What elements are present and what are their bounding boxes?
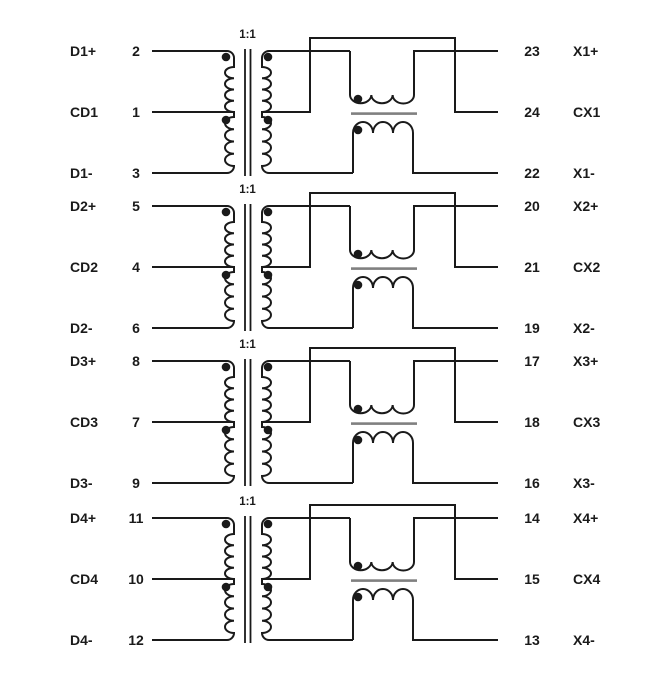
left-pin-number: 11 (129, 510, 144, 526)
left-pin-number: 7 (132, 414, 140, 430)
transformer-section-3: 1:1 D3+ 8 CD3 7 D3- 9 17 X3+ 18 CX3 16 X… (70, 339, 600, 491)
right-pin-number: 18 (524, 414, 540, 430)
left-signal-label: D1+ (70, 43, 96, 59)
right-pin-number: 14 (524, 510, 540, 526)
right-pin-number: 17 (524, 353, 540, 369)
right-signal-label: CX4 (573, 571, 600, 587)
right-signal-label: X3+ (573, 353, 598, 369)
left-signal-label: D3- (70, 475, 93, 491)
left-signal-label: D3+ (70, 353, 96, 369)
turns-ratio-label: 1:1 (239, 184, 256, 196)
left-pin-number: 10 (128, 571, 144, 587)
left-signal-label: CD1 (70, 104, 98, 120)
left-signal-label: D4- (70, 632, 93, 648)
right-pin-number: 16 (524, 475, 540, 491)
right-pin-number: 19 (524, 320, 540, 336)
transformer-section-4: 1:1 D4+ 11 CD4 10 D4- 12 14 X4+ 15 CX4 1… (70, 496, 600, 648)
right-pin-number: 23 (524, 43, 540, 59)
section-art (151, 192, 499, 332)
left-pin-number: 12 (128, 632, 144, 648)
transformer-section-2: 1:1 D2+ 5 CD2 4 D2- 6 20 X2+ 21 CX2 19 X… (70, 184, 600, 336)
turns-ratio-label: 1:1 (239, 339, 256, 351)
right-pin-number: 20 (524, 198, 540, 214)
left-pin-number: 3 (132, 165, 140, 181)
left-signal-label: CD4 (70, 571, 98, 587)
section-art (151, 347, 499, 487)
left-signal-label: D2- (70, 320, 93, 336)
right-signal-label: X1- (573, 165, 595, 181)
left-pin-number: 4 (132, 259, 140, 275)
section-art (151, 37, 499, 177)
right-signal-label: CX2 (573, 259, 600, 275)
left-signal-label: D2+ (70, 198, 96, 214)
right-signal-label: CX3 (573, 414, 600, 430)
left-signal-label: CD2 (70, 259, 98, 275)
right-signal-label: X2+ (573, 198, 598, 214)
right-pin-number: 13 (524, 632, 540, 648)
right-signal-label: X1+ (573, 43, 598, 59)
right-pin-number: 21 (524, 259, 540, 275)
transformer-section-1: 1:1 D1+ 2 CD1 1 D1- 3 23 X1+ 24 CX1 22 X… (70, 29, 600, 181)
left-pin-number: 5 (132, 198, 140, 214)
left-signal-label: D1- (70, 165, 93, 181)
right-signal-label: X2- (573, 320, 595, 336)
right-signal-label: X4+ (573, 510, 598, 526)
right-pin-number: 24 (524, 104, 540, 120)
right-signal-label: X4- (573, 632, 595, 648)
right-pin-number: 15 (524, 571, 540, 587)
turns-ratio-label: 1:1 (239, 29, 256, 41)
left-signal-label: D4+ (70, 510, 96, 526)
left-pin-number: 9 (132, 475, 140, 491)
left-signal-label: CD3 (70, 414, 98, 430)
right-pin-number: 22 (524, 165, 540, 181)
left-pin-number: 6 (132, 320, 140, 336)
right-signal-label: CX1 (573, 104, 600, 120)
right-signal-label: X3- (573, 475, 595, 491)
left-pin-number: 2 (132, 43, 140, 59)
left-pin-number: 8 (132, 353, 140, 369)
section-art (151, 504, 499, 644)
left-pin-number: 1 (132, 104, 140, 120)
turns-ratio-label: 1:1 (239, 496, 256, 508)
